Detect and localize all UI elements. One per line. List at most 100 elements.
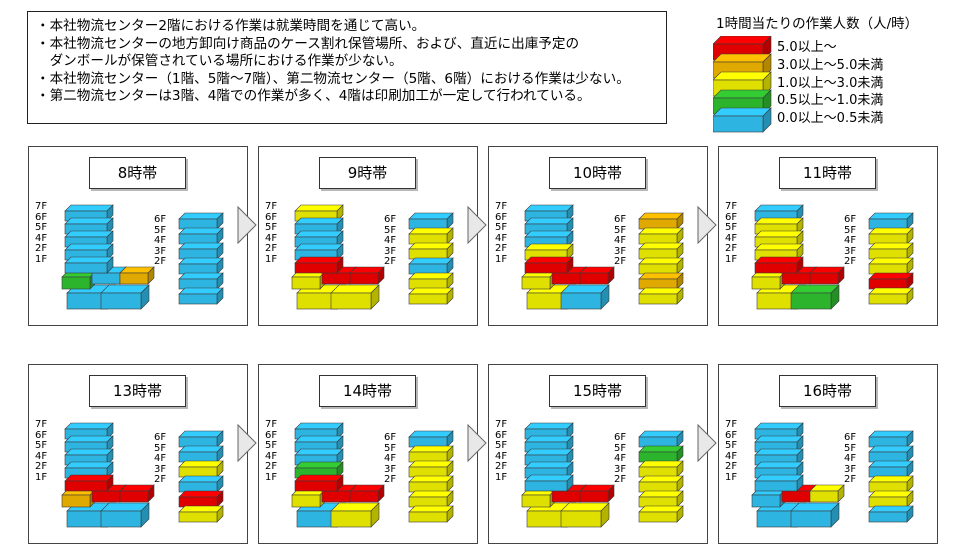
floor-label: 5F <box>384 224 397 236</box>
summary-notes: ・本社物流センター2階における作業は就業時間を通じて高い。 ・本社物流センターの… <box>27 11 667 124</box>
floor-label: 6F <box>384 432 397 443</box>
floor-label: 4F <box>384 235 397 246</box>
floor-label: 5F <box>725 440 738 451</box>
main-upper-block <box>524 217 574 235</box>
second-center-block <box>868 242 914 260</box>
floor-label: 6F <box>725 429 738 441</box>
note-line: ・本社物流センター2階における作業は就業時間を通じて高い。 <box>36 18 426 34</box>
building-blocks <box>751 204 914 310</box>
second-center-block <box>178 430 224 448</box>
floor-label: 5F <box>495 440 508 451</box>
floor-label: 7F <box>265 419 278 430</box>
second-center-block <box>178 445 224 463</box>
time-panel-title: 16時帯 <box>779 375 876 407</box>
floor-label: 2F <box>844 256 857 267</box>
building-blocks <box>521 204 684 310</box>
second-center-block <box>178 272 224 290</box>
building-blocks <box>291 422 454 528</box>
second-center-block <box>178 242 224 260</box>
main-upper-block <box>754 204 804 222</box>
main-2f-block <box>349 484 385 503</box>
next-arrow-icon <box>697 205 717 245</box>
second-center-block <box>868 490 914 508</box>
floor-label: 2F <box>384 256 397 267</box>
floor-label: 4F <box>35 450 48 462</box>
main-upper-block <box>524 243 574 261</box>
note-line: ・本社物流センターの地方卸向け商品のケース割れ保管場所、および、直近に出庫予定の <box>36 35 580 52</box>
floor-label: 7F <box>725 419 738 430</box>
main-upper-block <box>524 256 574 274</box>
second-center-block <box>638 272 684 290</box>
floor-label: 3F <box>844 463 857 475</box>
floor-label: 3F <box>154 245 167 257</box>
main-upper-block <box>754 474 804 492</box>
main-2f-block <box>119 484 155 503</box>
second-center-block <box>868 505 914 523</box>
second-center-block <box>638 490 684 508</box>
main-upper-block <box>524 204 574 222</box>
main-upper-block <box>524 474 574 492</box>
main-upper-block <box>64 461 114 479</box>
floor-label: 5F <box>844 224 857 236</box>
main-upper-block <box>294 422 344 440</box>
second-center-block <box>178 257 224 275</box>
main-2f-block <box>809 484 845 503</box>
floor-label: 5F <box>495 222 508 233</box>
floor-label: 4F <box>844 453 857 464</box>
main-upper-block <box>524 435 574 453</box>
floor-label: 4F <box>495 450 508 462</box>
main-upper-block <box>64 448 114 466</box>
main-1f-block <box>560 502 610 528</box>
floor-label: 5F <box>35 440 48 451</box>
main-upper-block <box>524 448 574 466</box>
second-center-block <box>868 257 914 275</box>
second-center-block <box>868 460 914 478</box>
floor-label: 2F <box>725 461 738 472</box>
floor-label: 1F <box>265 471 278 483</box>
main-1f-block <box>790 502 840 528</box>
floor-label: 5F <box>154 224 167 236</box>
main-2f-block <box>579 266 615 285</box>
second-center-block <box>868 475 914 493</box>
main-upper-block <box>64 243 114 261</box>
second-center-block <box>638 242 684 260</box>
second-center-block <box>408 430 454 448</box>
floor-label: 4F <box>725 232 738 244</box>
second-center-block <box>178 475 224 493</box>
main-1f-block <box>790 284 840 310</box>
second-center-block <box>638 227 684 245</box>
main-upper-block <box>294 474 344 492</box>
time-panel-title: 10時帯 <box>549 157 646 189</box>
legend-label: 0.5以上～1.0未満 <box>777 93 884 109</box>
main-upper-block <box>64 435 114 453</box>
main-upper-block <box>294 461 344 479</box>
next-arrow-icon <box>237 205 257 245</box>
main-2f-block <box>579 484 615 503</box>
floor-label: 1F <box>495 471 508 483</box>
floor-label: 6F <box>35 211 48 223</box>
floor-label: 6F <box>384 214 397 225</box>
second-center-block <box>408 490 454 508</box>
main-upper-block <box>754 256 804 274</box>
second-center-block <box>868 445 914 463</box>
main-upper-block <box>64 422 114 440</box>
legend-label: 0.0以上～0.5未満 <box>777 111 884 127</box>
second-center-block <box>408 227 454 245</box>
floor-label: 6F <box>614 214 627 225</box>
floor-label: 5F <box>844 442 857 454</box>
floor-label: 4F <box>614 453 627 464</box>
main-2f-block <box>61 270 97 290</box>
main-upper-block <box>524 230 574 248</box>
main-upper-block <box>64 474 114 492</box>
floor-label: 4F <box>725 450 738 462</box>
floor-label: 7F <box>725 201 738 212</box>
